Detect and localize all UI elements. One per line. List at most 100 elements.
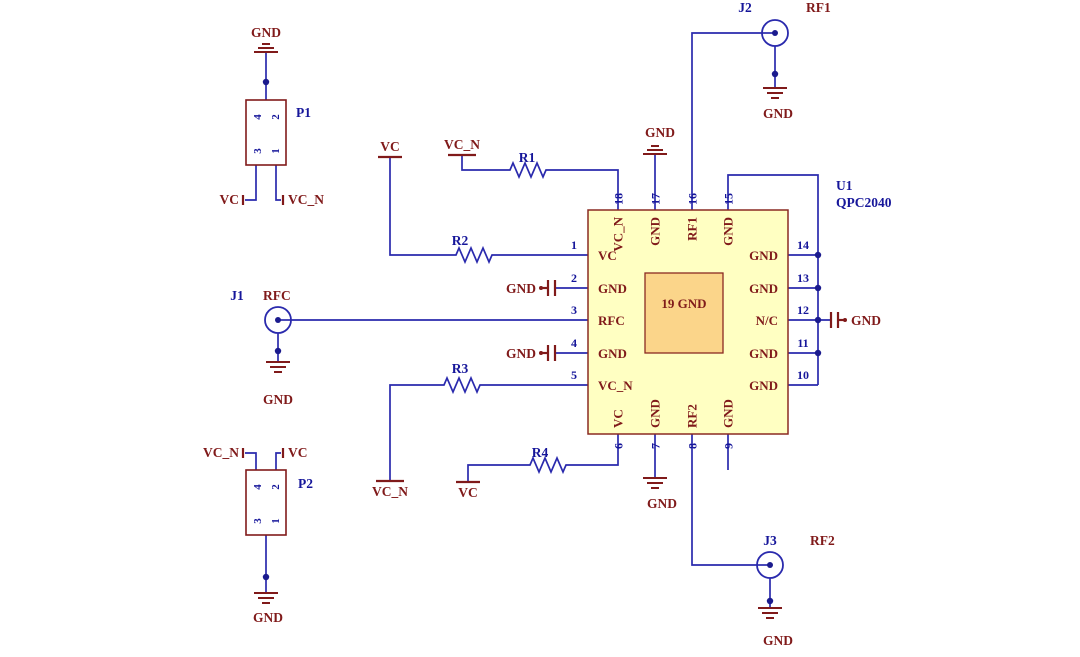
pin-name: GND bbox=[648, 399, 663, 428]
u1-chip: 19 GND U1 QPC2040 1 2 3 4 5 VC GND RFC G… bbox=[571, 178, 892, 449]
coax-connector-j1: J1 RFC bbox=[230, 288, 292, 334]
pin-name: VC bbox=[598, 248, 617, 263]
junction-dot bbox=[814, 316, 822, 324]
header-pin-number: 4 bbox=[252, 484, 264, 490]
schematic-wires bbox=[245, 32, 831, 608]
resistor-symbol bbox=[504, 160, 552, 180]
connector-refdes: J1 bbox=[230, 288, 244, 303]
net-label-rfc: RFC bbox=[263, 288, 291, 303]
pin-number: 3 bbox=[571, 303, 577, 317]
wire bbox=[691, 434, 757, 566]
net-label-gnd: GND bbox=[506, 346, 536, 361]
pin-name: RF1 bbox=[685, 217, 700, 241]
pin-number: 11 bbox=[797, 336, 808, 350]
ground-j2: GND bbox=[763, 87, 793, 121]
pin-name: VC bbox=[611, 409, 626, 428]
ground-pin17-top: GND bbox=[643, 125, 675, 155]
pin-name: RF2 bbox=[685, 404, 700, 428]
pin-number: 5 bbox=[571, 368, 577, 382]
pin-number: 1 bbox=[571, 238, 577, 252]
pin-name: GND bbox=[749, 346, 778, 361]
ground-j3: GND bbox=[758, 607, 793, 648]
junction-dot bbox=[771, 70, 779, 78]
coax-connector-j3: J3 RF2 bbox=[756, 533, 835, 579]
pin-number: 6 bbox=[612, 443, 626, 449]
net-label-gnd: GND bbox=[263, 392, 293, 407]
wire bbox=[245, 165, 257, 201]
pin-name: N/C bbox=[756, 313, 778, 328]
connector-refdes: J3 bbox=[763, 533, 777, 548]
header-pin-number: 2 bbox=[270, 484, 282, 490]
header-body bbox=[245, 99, 287, 166]
net-label-gnd: GND bbox=[253, 610, 283, 625]
resistor-symbol bbox=[524, 455, 572, 475]
pin-number: 9 bbox=[722, 443, 736, 449]
net-label-gnd: GND bbox=[645, 125, 675, 140]
header-pin-number: 3 bbox=[252, 148, 264, 154]
pin-number: 2 bbox=[571, 271, 577, 285]
pin-name: GND bbox=[598, 346, 627, 361]
wire bbox=[275, 165, 281, 201]
junction-dot bbox=[262, 573, 270, 581]
wire bbox=[552, 169, 619, 210]
wire bbox=[389, 157, 450, 256]
wire bbox=[275, 452, 281, 470]
pin-number: 13 bbox=[797, 271, 809, 285]
junction-dot bbox=[814, 349, 822, 357]
ground-j1: GND bbox=[263, 361, 293, 407]
net-label-rf1: RF1 bbox=[806, 0, 831, 15]
resistor-symbol bbox=[450, 245, 498, 265]
pin-number: 15 bbox=[722, 193, 736, 205]
chip-part-number: QPC2040 bbox=[836, 195, 892, 210]
chip-center-pad bbox=[644, 272, 724, 354]
header-p2: P2 4 2 3 1 VC_N VC bbox=[203, 445, 313, 536]
net-label-vcn: VC_N bbox=[203, 445, 239, 460]
header-body bbox=[245, 469, 287, 536]
wire bbox=[572, 434, 619, 466]
junction-dot bbox=[539, 286, 543, 290]
header-p1: P1 4 2 3 1 VC VC_N bbox=[220, 99, 324, 207]
net-label-gnd: GND bbox=[851, 313, 881, 328]
wire bbox=[461, 155, 504, 171]
resistor-refdes: R2 bbox=[452, 233, 469, 248]
pin-number: 12 bbox=[797, 303, 809, 317]
junction-dot bbox=[843, 318, 847, 322]
pin-name: GND bbox=[749, 378, 778, 393]
header-pin-number: 1 bbox=[270, 148, 282, 154]
junction-dot bbox=[766, 597, 774, 605]
pin-name: GND bbox=[749, 248, 778, 263]
junction-dot bbox=[262, 78, 270, 86]
pin-name: GND bbox=[648, 217, 663, 246]
coax-center-dot bbox=[767, 562, 773, 568]
chip-center-pad-label: 19 GND bbox=[661, 296, 706, 311]
pin-number: 8 bbox=[686, 443, 700, 449]
pin-number: 14 bbox=[797, 238, 809, 252]
net-label-rf2: RF2 bbox=[810, 533, 835, 548]
resistor-r1: R1 bbox=[504, 150, 552, 180]
net-label-vc: VC bbox=[380, 139, 400, 154]
ground-pin7: GND bbox=[643, 477, 677, 511]
net-label-vcn: VC_N bbox=[444, 137, 480, 152]
net-label-gnd: GND bbox=[251, 25, 281, 40]
wire bbox=[389, 384, 438, 481]
junction-dot bbox=[539, 351, 543, 355]
wire bbox=[727, 174, 819, 385]
net-label-vcn: VC_N bbox=[288, 192, 324, 207]
pin-number: 16 bbox=[686, 193, 700, 205]
ground-p1-top: GND bbox=[251, 25, 281, 53]
header-refdes: P1 bbox=[296, 105, 311, 120]
coax-connector-j2: J2 RF1 bbox=[738, 0, 831, 47]
power-port-vcn-bottom: VC_N bbox=[372, 479, 408, 499]
chip-refdes: U1 bbox=[836, 178, 853, 193]
resistor-r3: R3 bbox=[438, 361, 486, 395]
pin-number: 10 bbox=[797, 368, 809, 382]
junction-dot bbox=[814, 284, 822, 292]
junction-dot bbox=[274, 347, 282, 355]
pin-name: GND bbox=[598, 281, 627, 296]
coax-center-dot bbox=[275, 317, 281, 323]
capacitor-pin2: GND bbox=[506, 280, 557, 296]
resistor-refdes: R4 bbox=[532, 445, 549, 460]
